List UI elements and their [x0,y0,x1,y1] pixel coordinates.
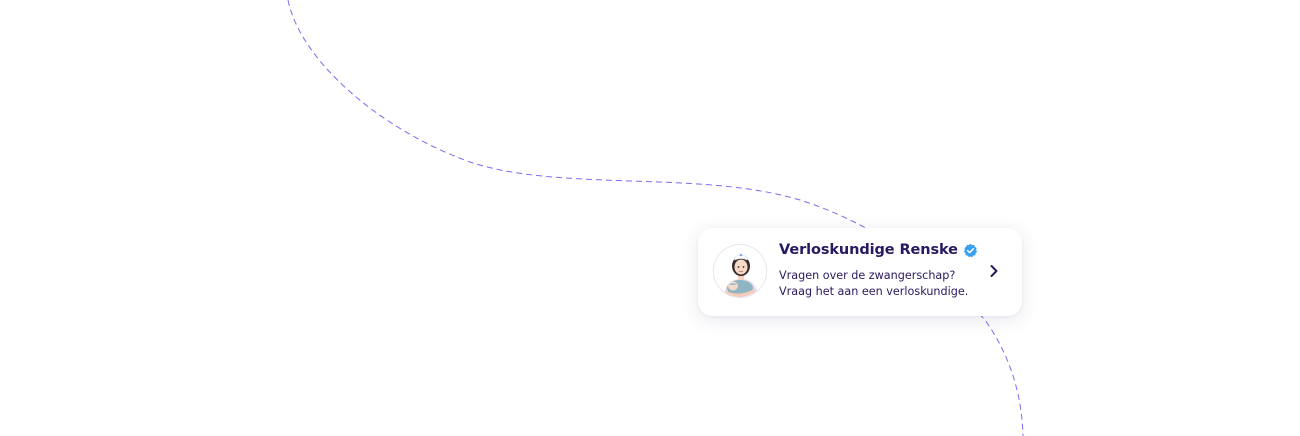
card-description: Vragen over de zwangerschap? Vraag het a… [779,268,968,300]
card-description-line-2: Vraag het aan een verloskundige. [779,285,969,298]
midwife-avatar [713,244,767,298]
card-description-line-1: Vragen over de zwangerschap? [779,269,956,282]
midwife-chat-card[interactable]: Verloskundige Renske Vragen over de zwan… [698,228,1022,316]
chevron-right-icon[interactable] [985,262,1003,280]
midwife-holding-baby-icon [714,245,766,297]
verified-check-icon [963,243,977,257]
card-title: Verloskundige Renske [779,242,958,258]
card-title-row: Verloskundige Renske [779,242,978,258]
